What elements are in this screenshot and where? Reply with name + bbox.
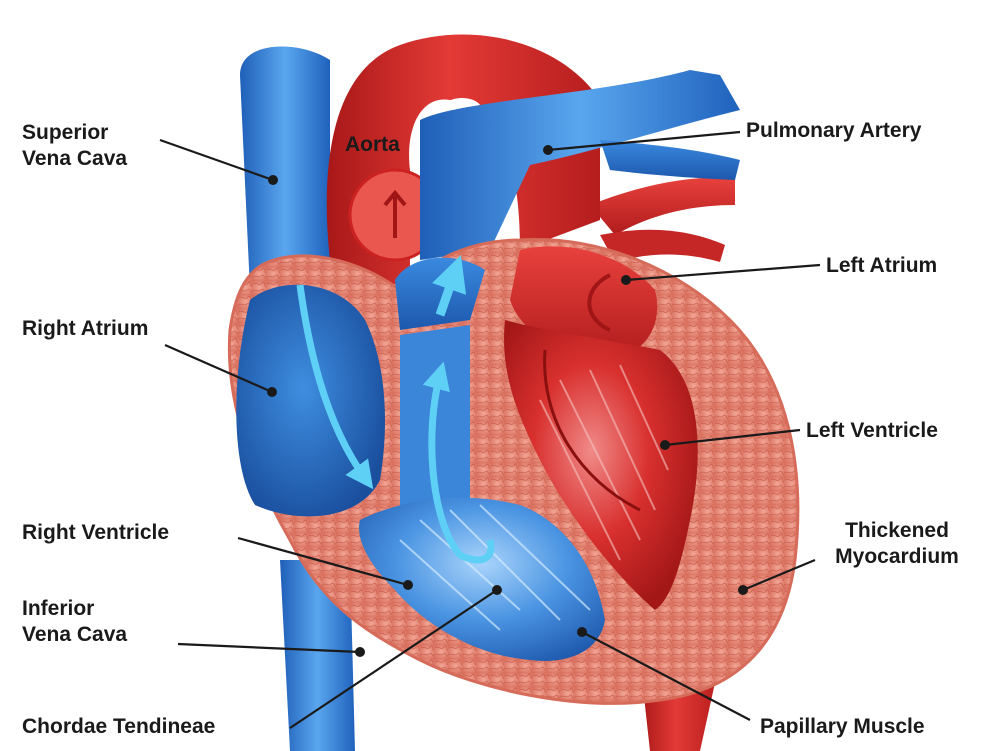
superior-vena-cava-vessel [240, 46, 330, 290]
label-aorta: Aorta [345, 132, 400, 158]
label-pulmonary-artery: Pulmonary Artery [746, 118, 921, 144]
label-left-atrium: Left Atrium [826, 253, 937, 279]
label-thickened-myocardium: Thickened Myocardium [814, 518, 980, 570]
label-inferior-vena-cava: Inferior Vena Cava [22, 596, 127, 648]
label-thickened-myocardium-line2: Myocardium [814, 544, 980, 570]
label-chordae-tendineae: Chordae Tendineae [22, 714, 215, 740]
label-inferior-vena-cava-line2: Vena Cava [22, 622, 127, 648]
label-superior-vena-cava-line2: Vena Cava [22, 146, 127, 172]
right-pulmonary-branch [590, 177, 735, 235]
label-thickened-myocardium-line1: Thickened [814, 518, 980, 544]
label-right-atrium: Right Atrium [22, 316, 148, 342]
label-inferior-vena-cava-line1: Inferior [22, 596, 127, 622]
label-superior-vena-cava: Superior Vena Cava [22, 120, 127, 172]
label-left-ventricle: Left Ventricle [806, 418, 938, 444]
label-papillary-muscle: Papillary Muscle [760, 714, 925, 740]
label-superior-vena-cava-line1: Superior [22, 120, 127, 146]
label-right-ventricle: Right Ventricle [22, 520, 169, 546]
right-atrium-chamber [236, 285, 385, 517]
